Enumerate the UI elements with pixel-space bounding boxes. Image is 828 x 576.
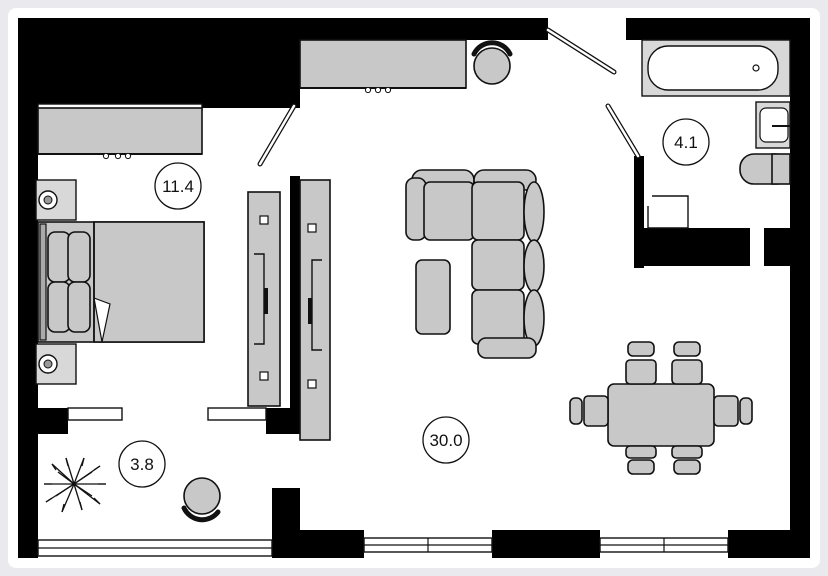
partition-furniture [247,179,331,441]
kitchen-counter [299,39,467,89]
floor-plan: 11.4 4.1 3.8 30.0 [8,8,820,568]
wall-bottom-right [728,530,810,558]
bed-pillow-2 [67,231,91,283]
round-chair-hall [183,477,221,515]
wall-bottom-center [492,530,600,558]
dining-chair-top-right [671,359,703,385]
wall-bottom-mid [272,530,364,558]
floor-plan-drawing: 11.4 4.1 3.8 30.0 [18,18,810,558]
dining-chair-top-left [625,359,657,385]
wall-bath-left-top [626,18,642,40]
sofa-back-right-1 [523,181,545,243]
bathroom [641,39,791,229]
room-area-living: 30.0 [422,416,470,464]
bed-pillow-3 [47,281,71,333]
room-area-bedroom-text: 11.4 [162,177,194,196]
wall-closet-back [18,18,300,108]
room-area-bathroom: 4.1 [662,118,710,166]
wall-bottom-left [18,538,38,558]
wall-top-right [626,18,810,40]
plant [44,457,106,513]
wall-top-middle [298,18,548,40]
wall-left [18,18,38,558]
washing-machine [647,195,689,229]
bed-pillow-1 [47,231,71,283]
room-area-bathroom-text: 4.1 [674,133,698,152]
dining-chair-left [583,395,609,427]
bed-pillow-4 [67,281,91,333]
chair-back [739,397,753,425]
room-area-hallway: 3.8 [118,440,166,488]
room-labels: 11.4 4.1 3.8 30.0 [118,118,710,488]
dining-table [607,383,715,447]
dining [569,341,753,475]
round-chair-top [473,47,511,85]
sofa [405,169,545,359]
wall-bath-left [634,156,644,268]
wall-bedroom-right [290,176,300,428]
hallway [44,457,221,523]
sofa-seat-2 [471,181,525,241]
dining-chair-bottom-left [625,445,657,459]
chair-back [627,459,655,475]
bed-blanket [93,221,205,343]
chair-back [673,341,701,357]
wall-bedroom-bottom-left [18,408,68,434]
sofa-arm-left [405,177,427,241]
sofa-arm-bottom [477,337,537,359]
sofa-seat-4 [471,289,525,345]
wall-bedroom-right-lower [266,408,300,434]
partition-closet-right [299,179,331,441]
windows [37,103,729,557]
bedroom [35,107,205,385]
wall-bath-bottom [634,228,750,266]
sofa-back-right-2 [523,239,545,293]
chair-back [569,397,583,425]
sofa-seat-3 [471,239,525,291]
room-area-bedroom: 11.4 [154,162,202,210]
coffee-table [415,259,451,335]
dining-chair-bottom-right [671,445,703,459]
dining-chair-right [713,395,739,427]
wall-bath-bottom-right [764,228,810,266]
room-area-living-text: 30.0 [429,431,462,450]
room-area-hallway-text: 3.8 [130,455,154,474]
bedroom-wardrobe [37,107,203,155]
doors [257,27,641,167]
living-top [299,39,513,94]
window-bedroom-partition-right [207,407,267,421]
sofa-seat-1 [423,181,475,241]
window-bedroom-partition-left [67,407,123,421]
wall-right [790,18,810,558]
walls [18,18,810,558]
chair-back [627,341,655,357]
chair-back [673,459,701,475]
